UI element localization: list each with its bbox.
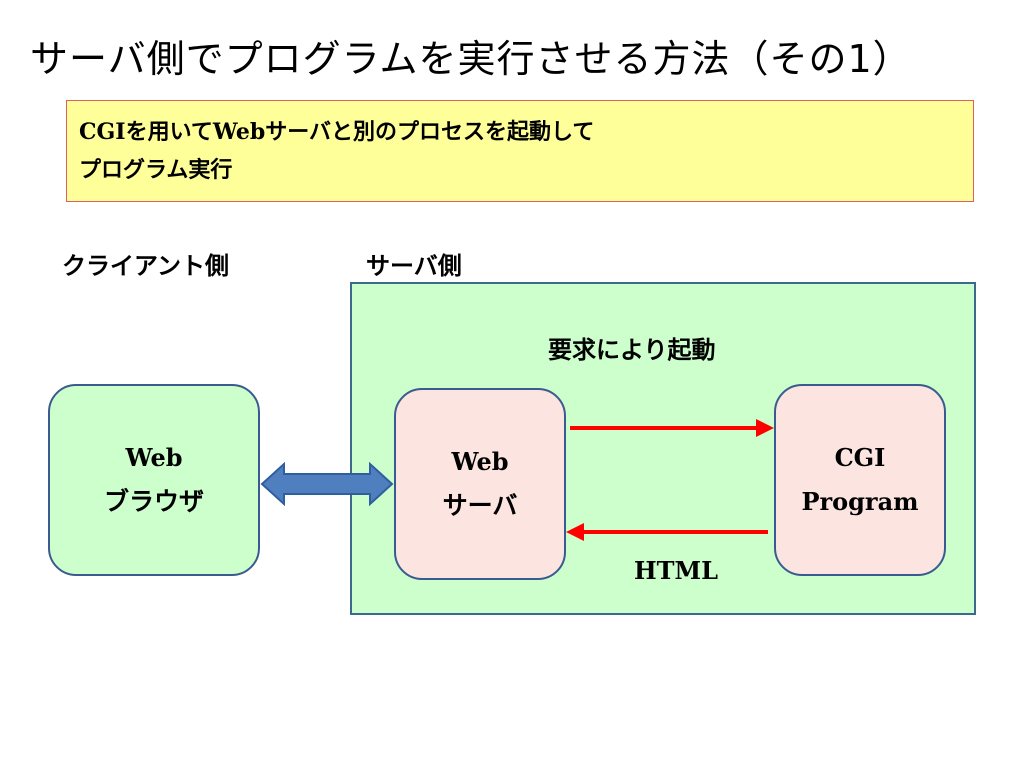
web-server-line-2: サーバ bbox=[442, 491, 518, 520]
html-response-label: HTML bbox=[634, 556, 718, 585]
client-side-label: クライアント側 bbox=[62, 252, 230, 280]
web-browser-node: Web ブラウザ bbox=[48, 384, 260, 576]
cgi-program-line-2: Program bbox=[801, 487, 919, 516]
summary-note: CGIを用いてWebサーバと別のプロセスを起動して プログラム実行 bbox=[66, 100, 974, 202]
launch-on-request-label: 要求により起動 bbox=[548, 336, 716, 364]
web-browser-line-1: Web bbox=[125, 443, 183, 472]
web-browser-line-2: ブラウザ bbox=[103, 487, 204, 516]
cgi-program-node: CGI Program bbox=[774, 384, 946, 576]
cgi-program-line-1: CGI bbox=[834, 443, 886, 472]
web-server-node: Web サーバ bbox=[394, 388, 566, 580]
request-arrow bbox=[570, 419, 774, 437]
summary-note-line-1: CGIを用いてWebサーバと別のプロセスを起動して bbox=[79, 119, 595, 145]
web-server-line-1: Web bbox=[451, 447, 509, 476]
slide-title: サーバ側でプログラムを実行させる方法（その1） bbox=[30, 37, 912, 81]
summary-note-line-2: プログラム実行 bbox=[79, 157, 233, 183]
bidirectional-arrow bbox=[260, 461, 394, 507]
response-arrow bbox=[566, 523, 768, 541]
server-side-label: サーバ側 bbox=[366, 252, 462, 280]
